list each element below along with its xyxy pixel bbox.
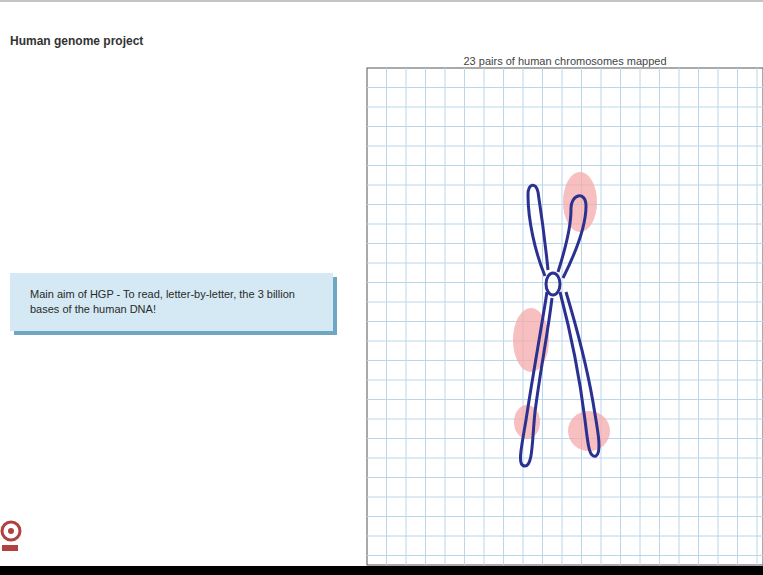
grid-line (367, 360, 763, 361)
grid-line (367, 399, 763, 400)
grid-line (367, 497, 763, 498)
chromatid-arm (528, 185, 548, 276)
grid-line (367, 419, 763, 420)
grid-line (367, 380, 763, 381)
logo-dot (8, 528, 14, 534)
panel-caption: 23 pairs of human chromosomes mapped (367, 55, 763, 67)
grid-line (367, 516, 763, 517)
grid-border (367, 68, 763, 565)
highlight-spot (563, 172, 597, 232)
grid-line (679, 68, 680, 565)
grid-line (367, 224, 763, 225)
chromosome (520, 185, 599, 466)
grid-line (367, 341, 763, 342)
grid-line (367, 477, 763, 478)
grid-line (445, 68, 446, 565)
grid-line (601, 68, 602, 565)
grid-line (464, 68, 465, 565)
aim-text: Main aim of HGP - To read, letter-by-let… (30, 287, 313, 317)
grid-line (484, 68, 485, 565)
grid-line (367, 165, 763, 166)
grid-line (503, 68, 504, 565)
slide-title: Human genome project (10, 34, 143, 48)
grid-line (367, 438, 763, 439)
chromatid-arm (560, 292, 599, 456)
grid-line (425, 68, 426, 565)
bottom-bar (0, 566, 763, 575)
grid-line (659, 68, 660, 565)
aim-box: Main aim of HGP - To read, letter-by-let… (10, 273, 333, 331)
logo-mark (2, 545, 18, 551)
logo (2, 522, 20, 551)
top-rule (0, 1, 763, 2)
grid-line (581, 68, 582, 565)
grid-line (367, 185, 763, 186)
grid-line (757, 68, 758, 565)
grid-line (737, 68, 738, 565)
grid-line (718, 68, 719, 565)
grid-line (640, 68, 641, 565)
grid-line (367, 555, 763, 556)
grid-line (367, 458, 763, 459)
grid-line (367, 263, 763, 264)
grid-line (367, 302, 763, 303)
grid-line (386, 68, 387, 565)
chromatid-arm (558, 196, 586, 278)
grid-line (367, 146, 763, 147)
logo-ring (2, 522, 20, 540)
grid-line (367, 126, 763, 127)
grid-line (367, 107, 763, 108)
chromatid-arm (520, 292, 552, 466)
grid-line (620, 68, 621, 565)
centromere (546, 273, 560, 295)
grid-panel (367, 68, 763, 565)
grid-line (406, 68, 407, 565)
grid-line (562, 68, 563, 565)
grid-line (367, 87, 763, 88)
grid-line (698, 68, 699, 565)
grid-line (367, 536, 763, 537)
grid-line (367, 282, 763, 283)
grid-line (367, 321, 763, 322)
